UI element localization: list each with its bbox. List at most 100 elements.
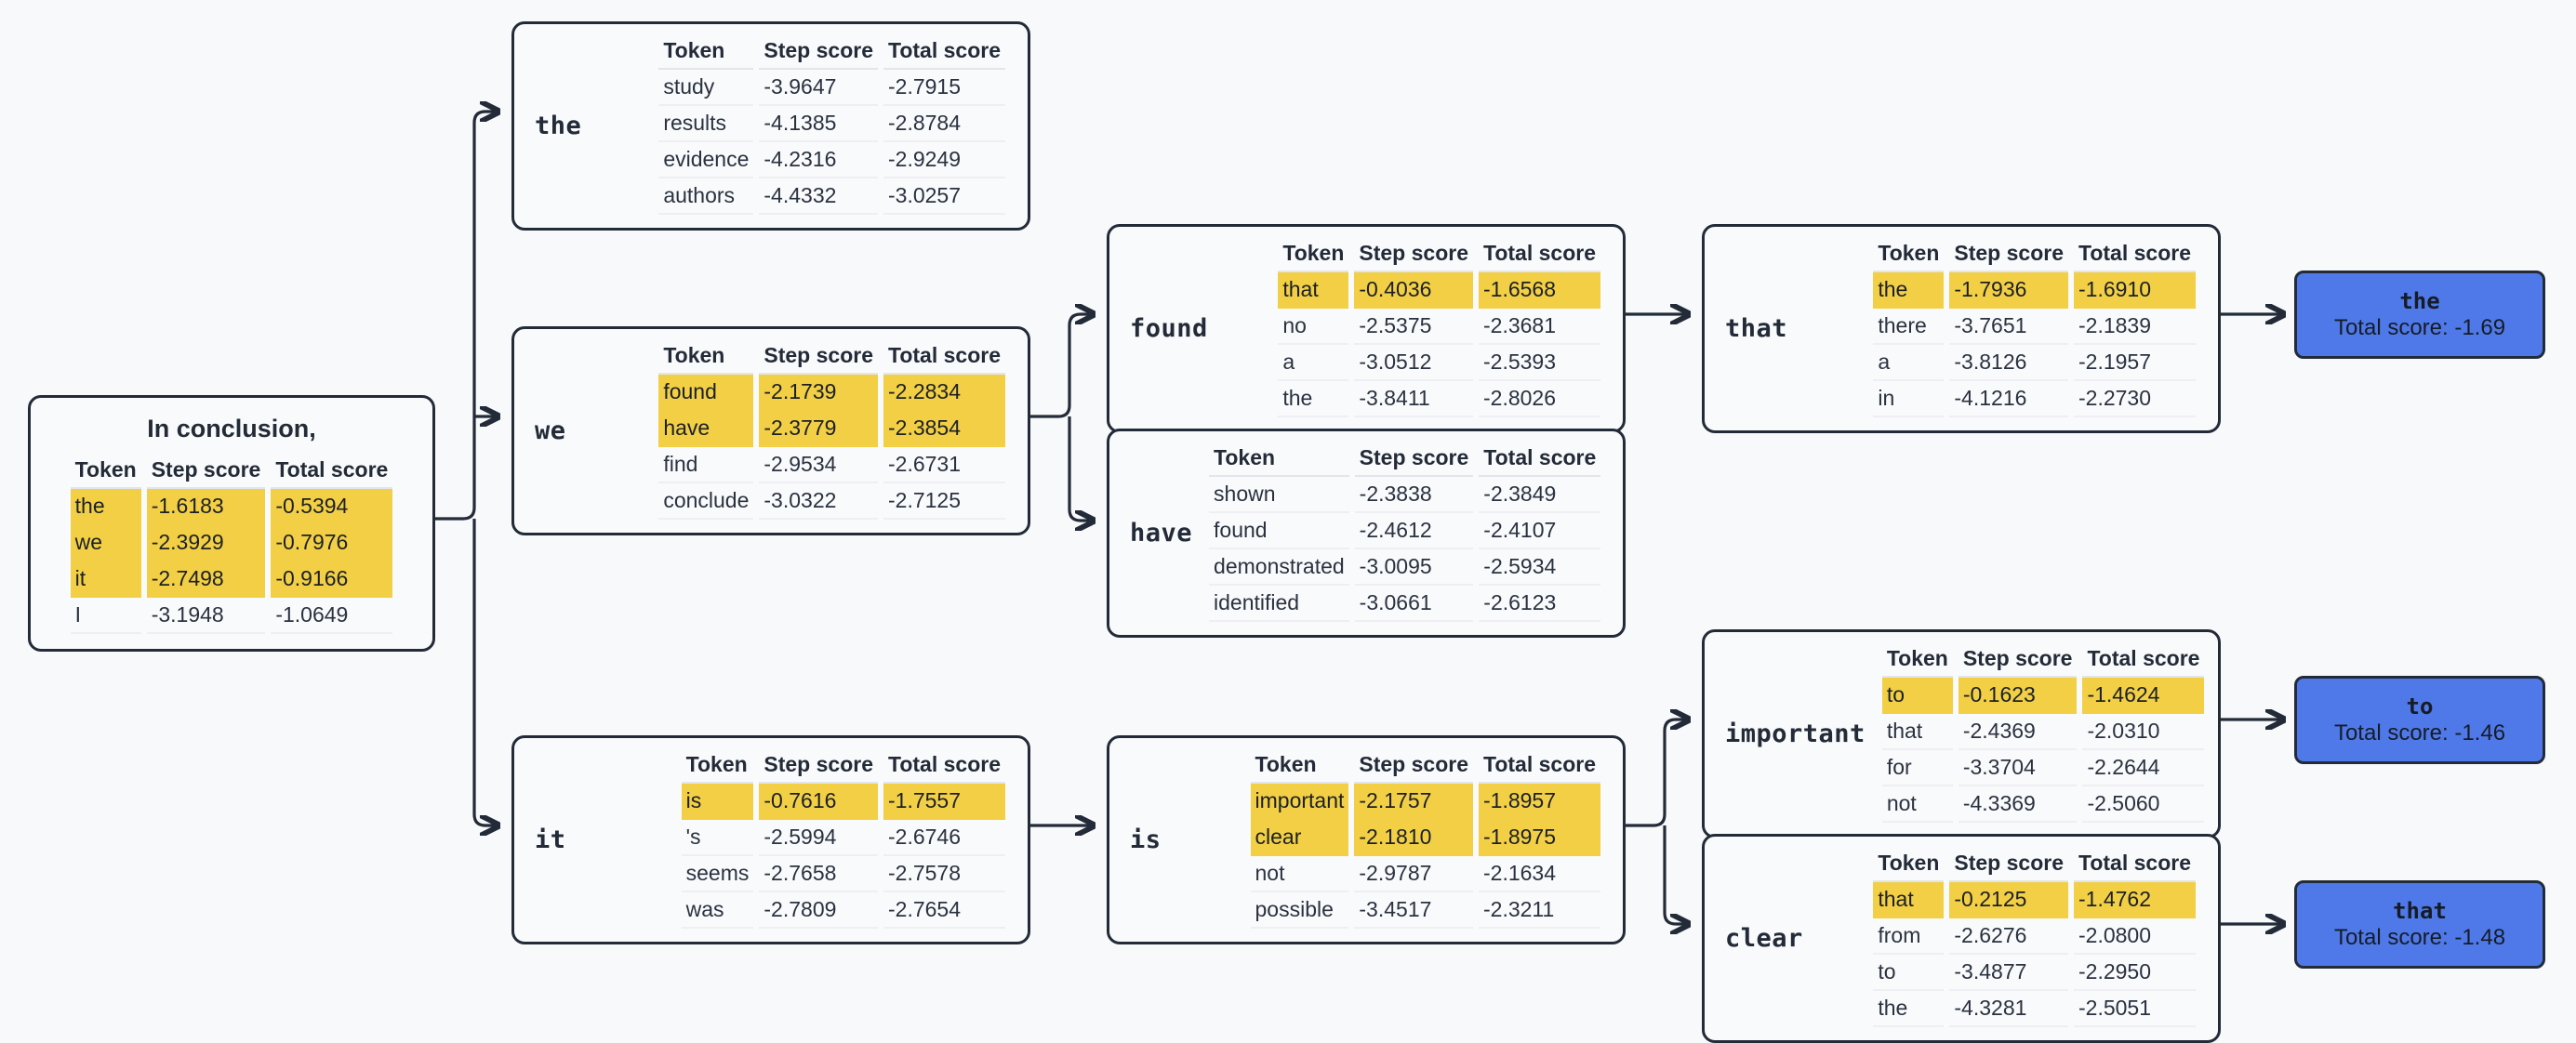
cell-token: possible — [1250, 892, 1349, 929]
score-table: Token Step score Total score that-0.2125… — [1867, 850, 2201, 1027]
cell-total: -2.3211 — [1479, 892, 1600, 929]
table-row: the-3.8411-2.8026 — [1278, 381, 1600, 417]
cell-token: that — [1278, 272, 1349, 309]
table-row: the-1.7936-1.6910 — [1873, 272, 2196, 309]
node-table-wrap: Token Step score Total score that-0.4036… — [1219, 240, 1606, 417]
table-row: 's-2.5994-2.6746 — [681, 820, 1005, 856]
table-row: identified-3.0661-2.6123 — [1209, 586, 1601, 622]
table-row: find-2.9534-2.6731 — [658, 447, 1005, 483]
result-box-that[interactable]: that Total score: -1.48 — [2294, 880, 2545, 969]
cell-step: -2.4369 — [1958, 714, 2078, 750]
cell-token: demonstrated — [1209, 549, 1349, 586]
header-token: Token — [1250, 751, 1349, 784]
table-header-row: Token Step score Total score — [658, 342, 1005, 375]
header-total: Total score — [271, 456, 393, 489]
header-token: Token — [1873, 240, 1945, 272]
cell-step: -3.8126 — [1949, 345, 2068, 381]
result-token: the — [2399, 287, 2440, 314]
cell-total: -1.8975 — [1479, 820, 1600, 856]
cell-token: not — [1250, 856, 1349, 892]
node-table-wrap: Token Step score Total score important-2… — [1173, 751, 1606, 929]
node-table-wrap: Token Step score Total score the-1.7936-… — [1799, 240, 2201, 417]
header-total: Total score — [2082, 645, 2205, 678]
cell-step: -2.7498 — [146, 561, 266, 598]
cell-step: -2.3779 — [759, 411, 878, 447]
node-the[interactable]: the Token Step score Total score study-3… — [511, 21, 1030, 231]
cell-step: -4.1385 — [759, 106, 878, 142]
table-header-row: Token Step score Total score — [681, 751, 1005, 784]
cell-token: not — [1881, 786, 1953, 823]
table-row: that-0.2125-1.4762 — [1873, 882, 2196, 918]
cell-step: -0.7616 — [759, 784, 878, 820]
header-step: Step score — [1949, 850, 2068, 882]
edge-trunk-main — [472, 519, 498, 825]
table-row: that-0.4036-1.6568 — [1278, 272, 1600, 309]
cell-total: -2.2644 — [2082, 750, 2205, 786]
table-row: conclude-3.0322-2.7125 — [658, 483, 1005, 520]
table-header-row: Token Step score Total score — [1250, 751, 1600, 784]
node-important[interactable]: important Token Step score Total score t… — [1702, 629, 2221, 838]
node-label: is — [1130, 825, 1162, 854]
header-step: Step score — [1958, 645, 2078, 678]
root-table-wrap: Token Step score Total score the-1.6183-… — [51, 456, 412, 634]
table-row: evidence-4.2316-2.9249 — [658, 142, 1005, 178]
score-table: Token Step score Total score shown-2.383… — [1203, 444, 1606, 622]
node-we[interactable]: we Token Step score Total score found-2.… — [511, 326, 1030, 535]
node-have[interactable]: have Token Step score Total score shown-… — [1107, 429, 1626, 638]
cell-step: -3.0095 — [1354, 549, 1474, 586]
result-box-the[interactable]: the Total score: -1.69 — [2294, 271, 2545, 359]
cell-token: the — [1873, 272, 1945, 309]
cell-token: we — [70, 525, 141, 561]
result-box-to[interactable]: to Total score: -1.46 — [2294, 676, 2545, 764]
cell-step: -1.6183 — [146, 489, 266, 525]
table-header-row: Token Step score Total score — [1881, 645, 2205, 678]
node-table-wrap: Token Step score Total score found-2.173… — [578, 342, 1011, 520]
cell-total: -2.8026 — [1479, 381, 1600, 417]
table-row: demonstrated-3.0095-2.5934 — [1209, 549, 1601, 586]
edge-is-clear — [1663, 825, 1689, 924]
cell-step: -3.7651 — [1949, 309, 2068, 345]
table-row: we-2.3929-0.7976 — [70, 525, 393, 561]
node-is[interactable]: is Token Step score Total score importan… — [1107, 735, 1626, 944]
cell-token: is — [681, 784, 754, 820]
table-row: was-2.7809-2.7654 — [681, 892, 1005, 929]
node-found[interactable]: found Token Step score Total score that-… — [1107, 224, 1626, 433]
node-root[interactable]: In conclusion, Token Step score Total sc… — [28, 395, 435, 652]
table-row: results-4.1385-2.8784 — [658, 106, 1005, 142]
cell-step: -2.1810 — [1354, 820, 1473, 856]
node-label: that — [1725, 314, 1788, 343]
table-row: it-2.7498-0.9166 — [70, 561, 393, 598]
cell-total: -2.0800 — [2074, 918, 2196, 955]
cell-step: -2.4612 — [1354, 513, 1474, 549]
cell-total: -2.6731 — [883, 447, 1005, 483]
score-table: Token Step score Total score to-0.1623-1… — [1877, 645, 2211, 823]
node-clear[interactable]: clear Token Step score Total score that-… — [1702, 834, 2221, 1043]
table-row: not-2.9787-2.1634 — [1250, 856, 1600, 892]
cell-step: -4.3369 — [1958, 786, 2078, 823]
node-label: we — [535, 416, 566, 445]
cell-total: -2.5393 — [1479, 345, 1600, 381]
cell-step: -2.7658 — [759, 856, 878, 892]
node-it[interactable]: it Token Step score Total score is-0.761… — [511, 735, 1030, 944]
cell-step: -1.7936 — [1949, 272, 2068, 309]
table-row: from-2.6276-2.0800 — [1873, 918, 2196, 955]
header-token: Token — [70, 456, 141, 489]
cell-token: that — [1881, 714, 1953, 750]
table-row: in-4.1216-2.2730 — [1873, 381, 2196, 417]
cell-step: -3.8411 — [1354, 381, 1473, 417]
edge-we-trunk — [1030, 314, 1094, 418]
cell-token: 's — [681, 820, 754, 856]
cell-token: evidence — [658, 142, 754, 178]
table-row: found-2.1739-2.2834 — [658, 375, 1005, 411]
node-label: important — [1725, 720, 1866, 748]
cell-token: have — [658, 411, 754, 447]
table-row: seems-2.7658-2.7578 — [681, 856, 1005, 892]
header-total: Total score — [883, 37, 1005, 70]
table-row: is-0.7616-1.7557 — [681, 784, 1005, 820]
header-total: Total score — [1479, 240, 1600, 272]
table-row: the-1.6183-0.5394 — [70, 489, 393, 525]
node-that[interactable]: that Token Step score Total score the-1.… — [1702, 224, 2221, 433]
cell-total: -2.7125 — [883, 483, 1005, 520]
